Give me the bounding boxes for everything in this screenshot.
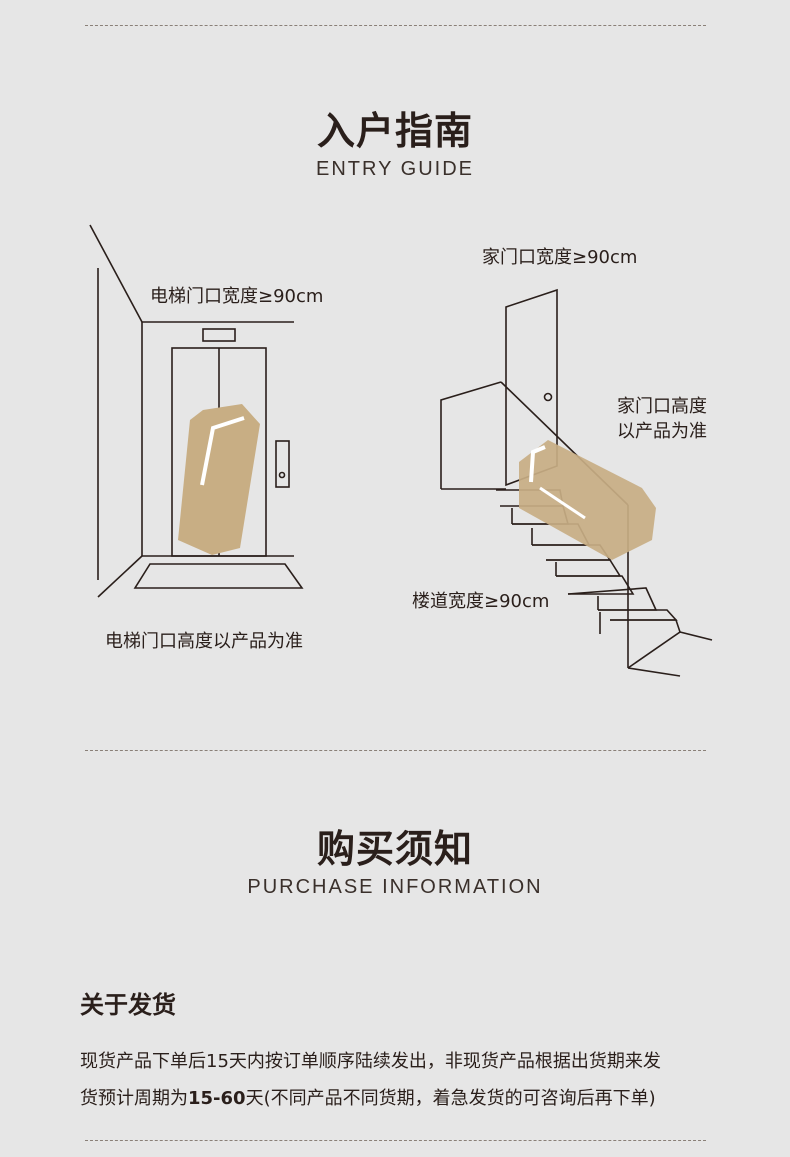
elevator-height-label: 电梯门口高度以产品为准 [105, 631, 303, 652]
staircase-product-shape [519, 440, 656, 560]
shipping-line-2: 货预计周期为15-60天(不同产品不同货期，着急发货的可咨询后再下单) [80, 1084, 656, 1110]
shipping-heading: 关于发货 [80, 991, 176, 1019]
shipping-line-2-suffix: 天(不同产品不同货期，着急发货的可咨询后再下单) [245, 1088, 656, 1109]
home-door-width-label: 家门口宽度≥90cm [482, 247, 638, 268]
shipping-line-2-prefix: 货预计周期为 [80, 1088, 188, 1109]
elevator-product-shape [178, 404, 260, 555]
top-divider [85, 25, 706, 26]
elevator-width-label: 电梯门口宽度≥90cm [150, 286, 324, 307]
entry-guide-subtitle: ENTRY GUIDE [316, 158, 474, 180]
shipping-period-highlight: 15-60 [188, 1088, 246, 1109]
shipping-line-1: 现货产品下单后15天内按订单顺序陆续发出，非现货产品根据出货期来发 [80, 1051, 661, 1072]
entry-guide-title: 入户指南 [316, 109, 473, 153]
home-door-height-label-line1: 家门口高度 [617, 396, 707, 417]
stair-width-label: 楼道宽度≥90cm [412, 591, 550, 612]
entry-diagrams [89, 224, 713, 677]
home-door-height-label-line2: 以产品为准 [617, 421, 707, 442]
purchase-info-title: 购买须知 [316, 827, 473, 871]
middle-divider [85, 750, 706, 751]
purchase-info-subtitle: PURCHASE INFORMATION [247, 876, 543, 898]
bottom-divider [85, 1140, 706, 1141]
